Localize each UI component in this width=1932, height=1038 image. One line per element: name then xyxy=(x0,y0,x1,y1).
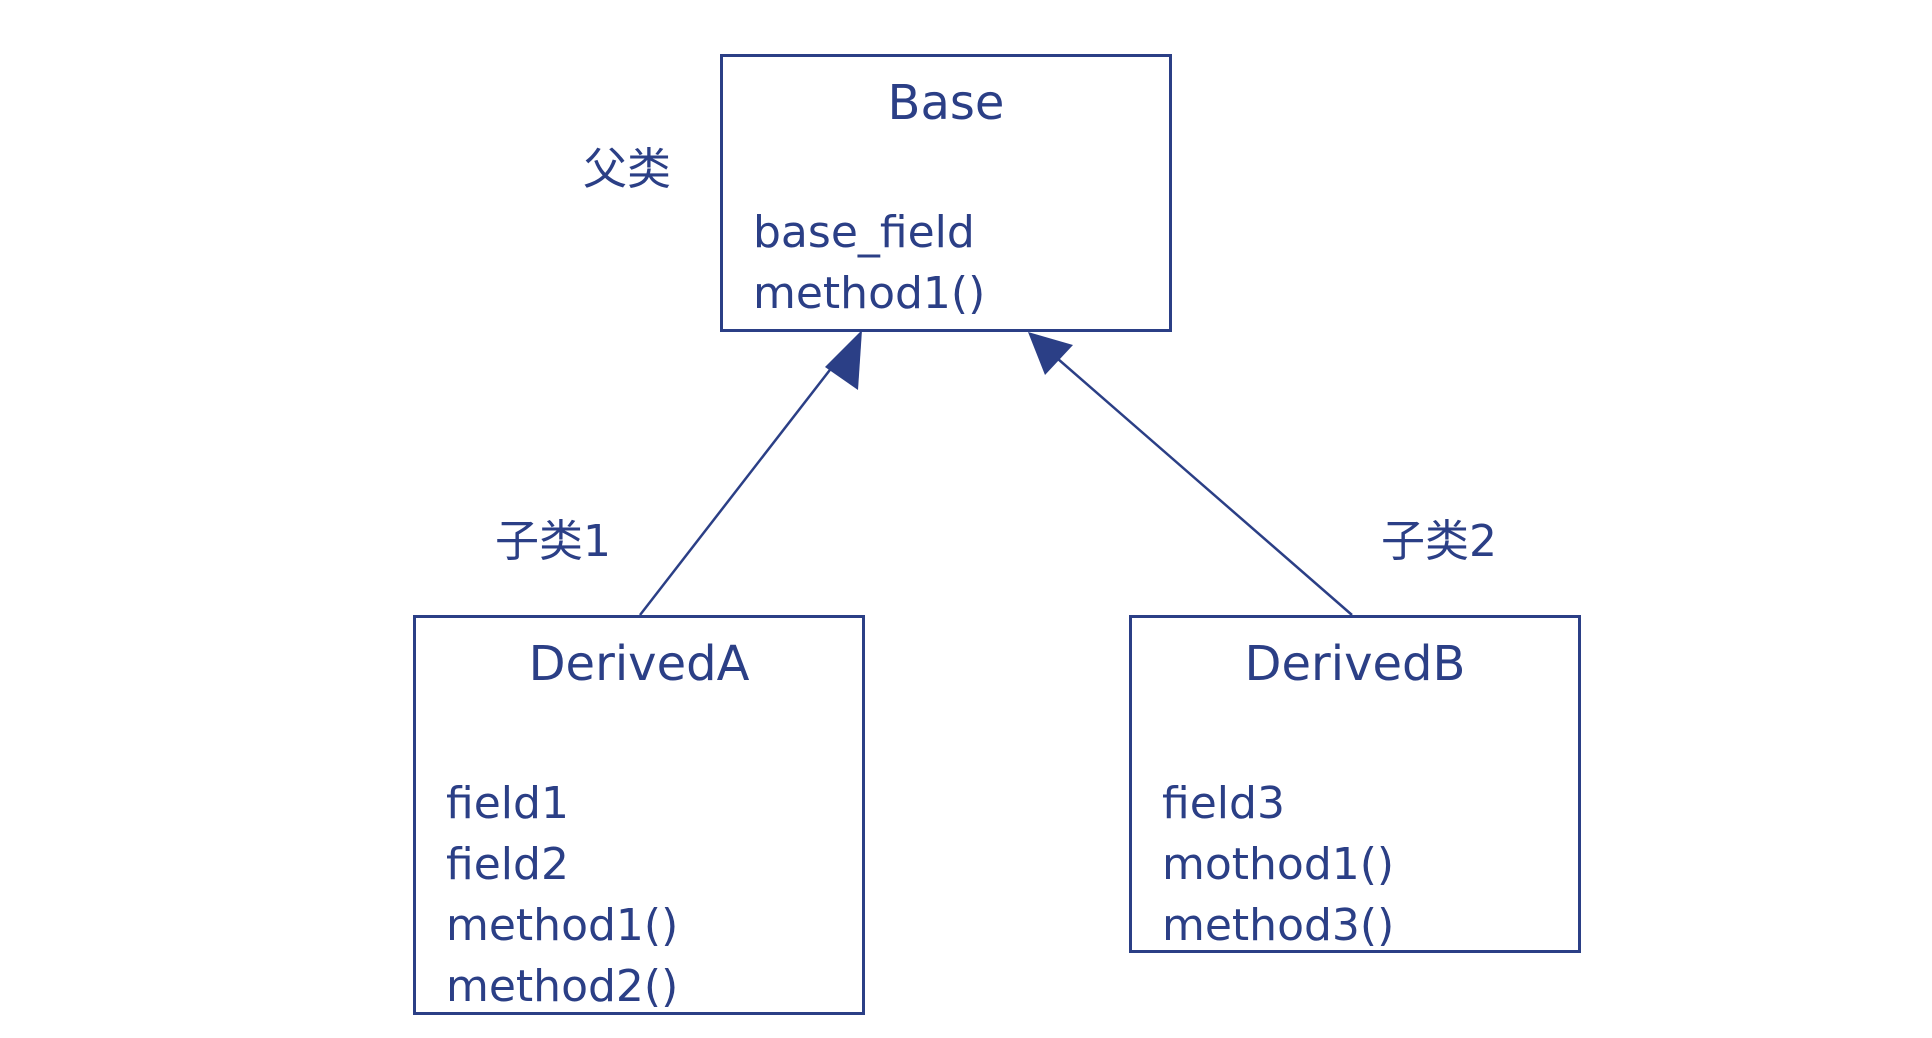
member-list-derived-a: field1 field2 method1() method2() xyxy=(446,773,678,1017)
member-derived-a-method1: method1() xyxy=(446,900,679,951)
class-name-derived-b: DerivedB xyxy=(1244,636,1466,692)
member-derived-b-mothod1: mothod1() xyxy=(1162,839,1395,890)
member-derived-b-method3: method3() xyxy=(1162,900,1395,951)
label-child-class-1: 子类1 xyxy=(495,516,611,567)
member-derived-a-field2: field2 xyxy=(446,839,569,890)
arrow-derived-a-to-base xyxy=(639,330,862,616)
member-derived-b-field3: field3 xyxy=(1162,778,1285,829)
member-base-field: base_field xyxy=(753,207,975,258)
label-parent-class: 父类 xyxy=(583,144,671,195)
class-name-derived-a: DerivedA xyxy=(528,636,750,692)
arrowhead-derived-a xyxy=(825,330,862,390)
arrowhead-derived-b xyxy=(1028,332,1073,375)
member-list-derived-b: field3 mothod1() method3() xyxy=(1162,773,1394,956)
member-base-method1: method1() xyxy=(753,268,986,319)
class-box-derived-b: DerivedB field3 mothod1() method3() xyxy=(1129,615,1581,953)
member-derived-a-method2: method2() xyxy=(446,961,679,1012)
class-box-derived-a: DerivedA field1 field2 method1() method2… xyxy=(413,615,865,1015)
class-box-base: Base base_field method1() xyxy=(720,54,1172,332)
label-child-class-2: 子类2 xyxy=(1381,516,1497,567)
member-list-base: base_field method1() xyxy=(753,202,985,324)
arrow-derived-b-to-base xyxy=(1028,332,1353,616)
member-derived-a-field1: field1 xyxy=(446,778,569,829)
class-name-base: Base xyxy=(887,75,1005,131)
